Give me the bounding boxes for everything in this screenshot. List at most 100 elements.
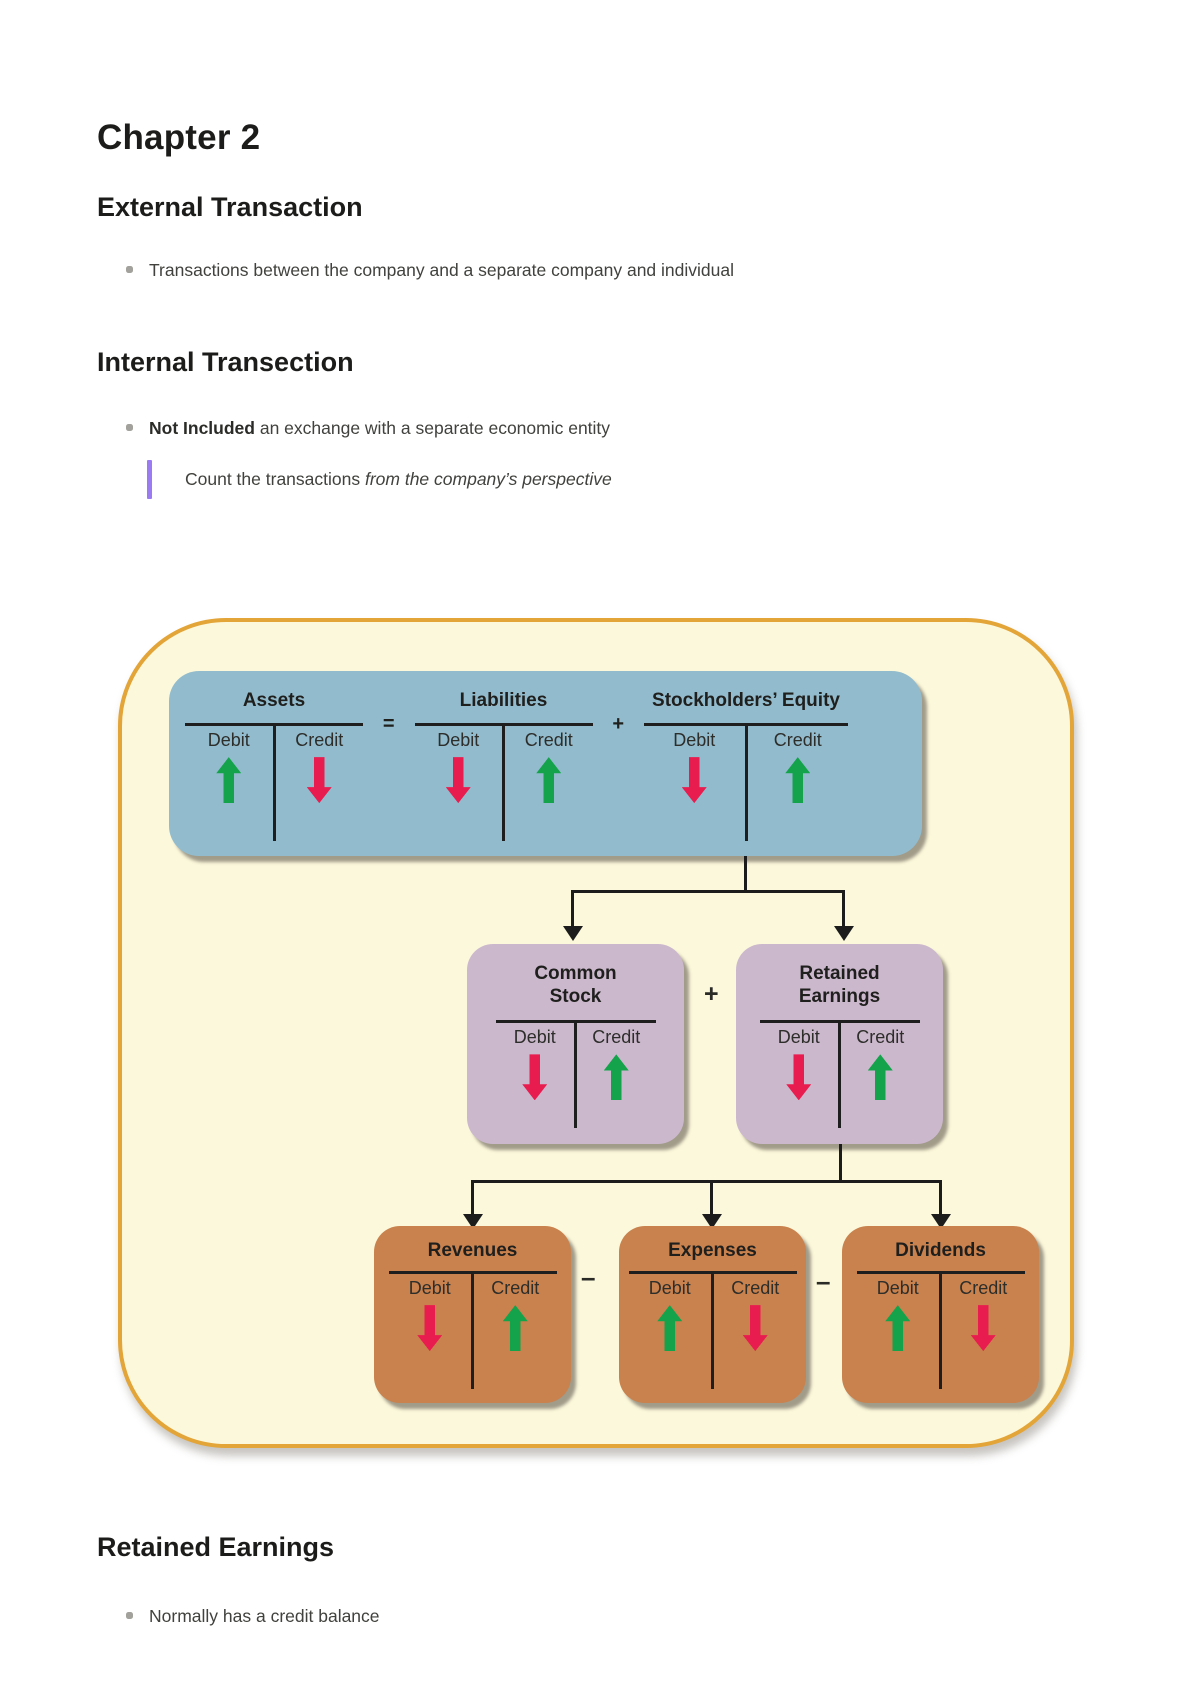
- t-account-assets: Assets Debit Credit: [185, 689, 363, 856]
- credit-header: Credit: [524, 730, 573, 751]
- box-revenues: Revenues Debit Credit: [374, 1226, 571, 1403]
- account-label: Liabilities: [459, 690, 548, 711]
- list-item: Transactions between the company and a s…: [126, 258, 1076, 283]
- credit-column: Credit: [711, 1274, 797, 1390]
- account-label: Assets: [242, 690, 306, 711]
- credit-arrow-icon: [785, 757, 811, 804]
- t-account-liabilities: Liabilities Debit Credit: [414, 689, 593, 856]
- bullet-bold-text: Not Included: [149, 418, 255, 438]
- credit-header: Credit: [731, 1278, 780, 1299]
- debit-arrow-icon: [657, 1305, 683, 1352]
- connector-line: [839, 1144, 842, 1183]
- debit-arrow-icon: [522, 1054, 548, 1101]
- credit-arrow-icon: [306, 757, 332, 804]
- connector-line: [939, 1180, 942, 1216]
- t-account-grid: Debit Credit: [495, 1020, 656, 1129]
- label-line1: Common: [534, 963, 617, 984]
- credit-header: Credit: [856, 1027, 905, 1048]
- debit-header: Debit: [648, 1278, 691, 1299]
- arrowhead-down-icon: [834, 926, 854, 941]
- account-label: Expenses: [668, 1240, 757, 1261]
- connector-line: [744, 856, 747, 893]
- credit-arrow-icon: [970, 1305, 996, 1352]
- debit-arrow-icon: [786, 1054, 812, 1101]
- debit-column: Debit: [629, 1274, 712, 1389]
- bullet-icon: [126, 266, 133, 273]
- debit-header: Debit: [777, 1027, 820, 1048]
- quote-text: Count the transactions from the company’…: [185, 460, 612, 499]
- debit-header: Debit: [437, 730, 480, 751]
- debit-column: Debit: [760, 1023, 839, 1128]
- minus-sign: –: [581, 1262, 596, 1292]
- arrowhead-down-icon: [702, 1214, 722, 1229]
- account-label: Dividends: [895, 1240, 986, 1261]
- credit-column: Credit: [574, 1023, 656, 1129]
- credit-arrow-icon: [502, 1305, 528, 1352]
- plus-sign: +: [704, 980, 719, 1008]
- label-line1: Retained: [799, 963, 880, 984]
- minus-sign: –: [816, 1266, 831, 1296]
- credit-header: Credit: [491, 1278, 540, 1299]
- connector-line: [571, 890, 845, 893]
- connector-line: [571, 890, 574, 928]
- arrowhead-down-icon: [563, 926, 583, 941]
- label-line2: Stock: [549, 986, 602, 1008]
- t-account-grid: Debit Credit: [388, 1271, 557, 1390]
- credit-header: Credit: [959, 1278, 1008, 1299]
- equals-sign: =: [382, 713, 395, 735]
- t-account-grid: Debit Credit: [644, 723, 849, 842]
- debit-header: Debit: [408, 1278, 451, 1299]
- credit-column: Credit: [838, 1023, 920, 1129]
- t-account-grid: Debit Credit: [414, 723, 593, 842]
- debit-arrow-icon: [417, 1305, 443, 1352]
- section-heading-internal-transection: Internal Transection: [97, 347, 354, 377]
- credit-column: Credit: [502, 726, 593, 842]
- connector-line: [471, 1180, 942, 1183]
- quote-block: Count the transactions from the company’…: [147, 460, 612, 499]
- t-account-grid: Debit Credit: [628, 1271, 797, 1390]
- list-item: Normally has a credit balance: [126, 1604, 1076, 1629]
- section-heading-retained-earnings: Retained Earnings: [97, 1532, 335, 1562]
- debit-column: Debit: [496, 1023, 575, 1128]
- quote-bar: [147, 460, 152, 499]
- credit-arrow-icon: [867, 1054, 893, 1101]
- t-account-grid: Debit Credit: [759, 1020, 920, 1129]
- credit-column: Credit: [939, 1274, 1025, 1390]
- credit-column: Credit: [272, 726, 364, 842]
- t-account-grid: Debit Credit: [856, 1271, 1025, 1390]
- debit-arrow-icon: [216, 757, 242, 804]
- equation-panel: Assets Debit Credit = Liabilities: [169, 671, 922, 856]
- debit-column: Debit: [389, 1274, 472, 1389]
- page-title: Chapter 2: [97, 118, 261, 157]
- credit-column: Credit: [744, 726, 849, 842]
- debit-column: Debit: [644, 726, 745, 841]
- account-label: Revenues: [427, 1240, 518, 1261]
- debit-arrow-icon: [445, 757, 471, 804]
- debit-column: Debit: [415, 726, 503, 841]
- debit-column: Debit: [857, 1274, 940, 1389]
- quote-italic-text: from the company’s perspective: [364, 469, 612, 489]
- credit-arrow-icon: [742, 1305, 768, 1352]
- connector-line: [710, 1180, 713, 1216]
- credit-column: Credit: [471, 1274, 557, 1390]
- bullet-icon: [126, 1612, 133, 1619]
- connector-line: [471, 1180, 474, 1216]
- section-heading-external-transaction: External Transaction: [97, 192, 363, 222]
- debit-arrow-icon: [885, 1305, 911, 1352]
- label-line2: Earnings: [798, 986, 881, 1008]
- quote-lead-text: Count the transactions: [185, 469, 365, 489]
- box-dividends: Dividends Debit Credit: [842, 1226, 1039, 1403]
- credit-arrow-icon: [536, 757, 562, 804]
- t-account-stockholders-equity: Stockholders’ Equity Debit Credit: [644, 689, 848, 856]
- bullet-text: Transactions between the company and a s…: [149, 260, 734, 280]
- plus-sign: +: [612, 713, 625, 735]
- credit-header: Credit: [592, 1027, 641, 1048]
- account-label: Stockholders’ Equity: [652, 690, 840, 711]
- accounting-equation-diagram: Assets Debit Credit = Liabilities: [118, 618, 1074, 1448]
- credit-arrow-icon: [603, 1054, 629, 1101]
